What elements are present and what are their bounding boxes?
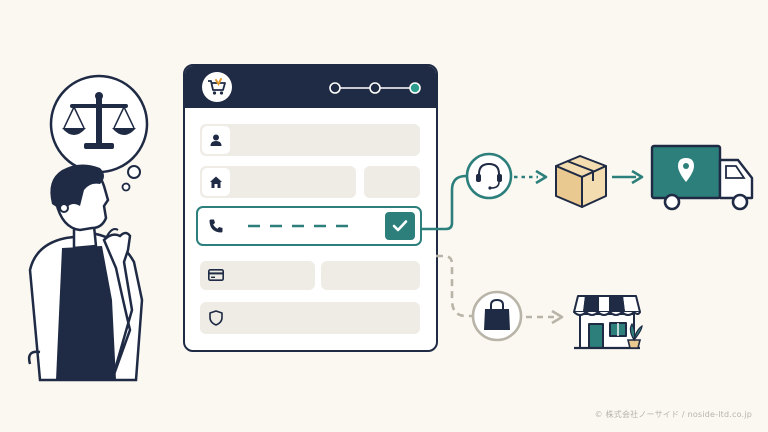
address-field[interactable] [200, 166, 356, 198]
phone-number-placeholder [248, 224, 348, 228]
potted-plant-icon [626, 322, 643, 349]
copyright-text: © 株式会社ノーサイド / noside-ltd.co.jp [594, 410, 752, 419]
progress-step-1 [329, 82, 341, 94]
progress-step-2 [369, 82, 381, 94]
shopping-bag-icon [484, 298, 510, 330]
address-secondary-field[interactable] [364, 166, 420, 198]
card-field[interactable] [200, 261, 315, 290]
home-icon [210, 176, 222, 188]
shield-icon [209, 310, 223, 326]
scales-icon [62, 92, 136, 149]
package-icon [555, 155, 607, 208]
person-icon [210, 134, 222, 146]
phone-to-support-connector [422, 174, 470, 231]
progress-stepper [329, 82, 421, 94]
delivery-truck-icon [650, 144, 754, 211]
progress-step-3 [409, 82, 421, 94]
headset-icon [476, 162, 502, 190]
cart-logo-badge [202, 72, 232, 102]
storefront-icon [573, 295, 641, 350]
check-button[interactable] [385, 212, 415, 240]
name-field[interactable] [200, 124, 420, 156]
card-secondary-field[interactable] [321, 261, 420, 290]
phone-icon [209, 219, 223, 233]
checkmark-icon [392, 220, 408, 232]
phone-field[interactable] [196, 206, 422, 246]
cart-icon [208, 78, 226, 95]
card-icon [208, 269, 224, 281]
support-badge [465, 152, 513, 200]
phone-to-store-connector [436, 254, 472, 318]
form-header [185, 66, 436, 108]
security-field[interactable] [200, 302, 420, 334]
